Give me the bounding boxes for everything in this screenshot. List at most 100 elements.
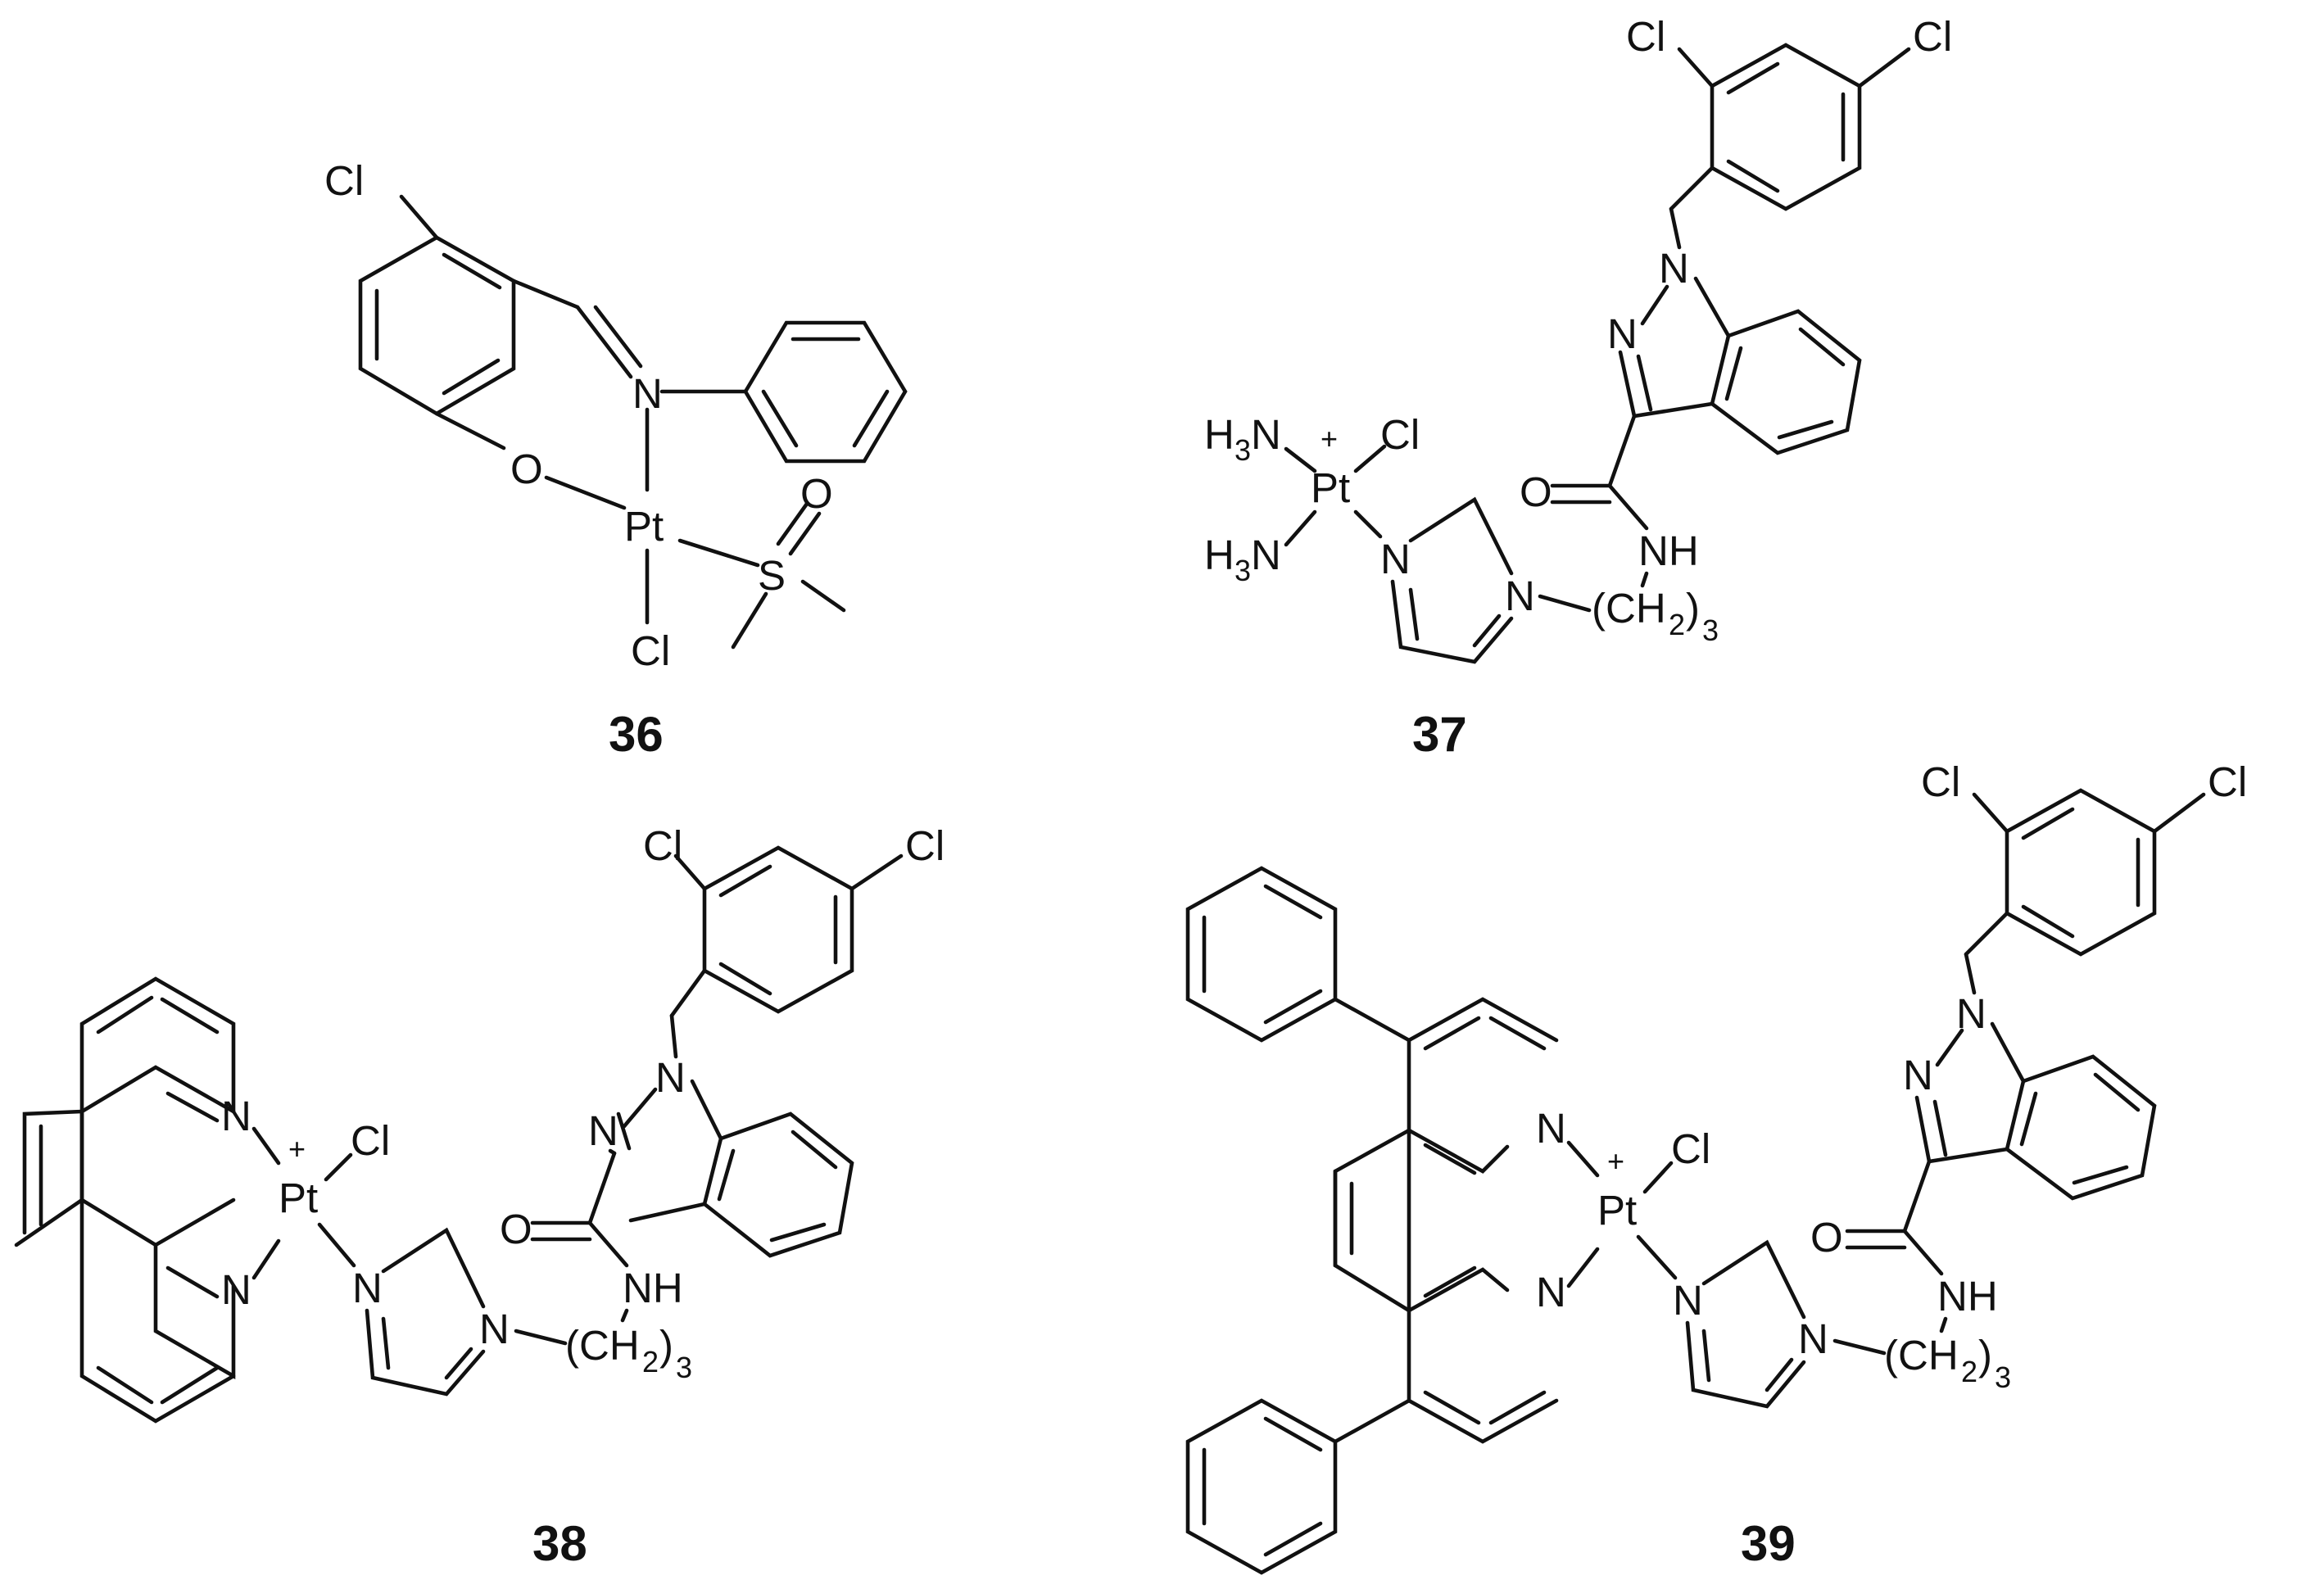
bond-n-pt-39b [1566,1247,1600,1288]
bond-nn-37 [1640,284,1669,326]
bond-c-cl-39b [2152,792,2206,834]
bond-nh-co-38 [587,1220,629,1268]
bond-pyrazole-39 [1914,1095,1932,1164]
bond-phen-ring-39 [1407,997,1559,1133]
bond-pt-n-38 [317,1222,356,1268]
bond-n-ch2-benzyl-38 [669,1013,678,1059]
bond-c-ch-36 [511,278,580,310]
atom-label-cl-37a: Cl [1626,13,1665,60]
bond-s-me-36 [800,579,846,613]
bond-phenyl-39a-double [1263,884,1323,920]
bond-phen-ring-38 [14,1197,84,1247]
bond-dichlorophenyl-37-double [1726,61,1780,95]
bond-pyrazole-38-double [616,1111,632,1151]
bond-n-ch2-39 [1832,1338,1887,1356]
atom-label-plus-37: + [1321,422,1338,455]
atom-label-nh-39: NH [1937,1273,1998,1320]
compound-label-37: 37 [1412,707,1467,762]
bond-dichlorophenyl-37-double [1726,159,1780,193]
bond-phen-ring-38-double [96,1365,154,1405]
bond-indazole-37 [1632,276,1731,419]
bond-benzo-39-double [2019,1091,2038,1147]
bond-imidazole-38 [365,1308,486,1397]
atom-label-pt-36: Pt [624,503,664,550]
bond-n-pt-39a [1566,1140,1600,1178]
bond-n-pt-37a [1284,446,1317,473]
bond-pyrazole-38 [608,1148,617,1156]
atom-label-cl-pt-39: Cl [1671,1125,1710,1172]
bond-c-cl-38b [849,853,904,891]
bond-s-o-36 [776,501,809,546]
bond-imidazole-37-double [1472,613,1502,648]
bond-c-cl-36 [399,194,439,240]
bond-imidazole-37-double [1408,587,1420,641]
bond-imidazole-37 [1390,579,1514,664]
atom-label-phen-n2-39: N [1536,1269,1566,1315]
atom-label-sub-37a: 3 [1234,433,1251,467]
bond-phen-ring-38-double [160,997,220,1034]
bond-phenyl-39b [1185,1398,1338,1575]
bond-s-o-36-double [788,511,822,556]
bond-nn-38 [622,1087,658,1129]
bond-imidazole-38 [381,1227,486,1309]
compound-label-38: 38 [532,1516,587,1571]
bond-ar-ph-39b [1333,1398,1411,1444]
compound-39: N N Pt + Cl N N (CH 2 ) 3 NH [1185,758,2247,1575]
bond-pt-cl-39 [1642,1161,1674,1194]
bond-phen-ring-38-double [165,1091,220,1123]
bond-ch2-ar-39 [1964,911,2009,957]
atom-label-im-n1-39: N [1673,1277,1703,1324]
atom-label-ch2-n-38: 3 [676,1351,692,1384]
bond-benzo-39 [2005,1054,2157,1201]
bond-n-pt-38a [251,1126,281,1166]
bond-ch-n-36-double [593,305,643,369]
bond-phen-ring-39-double [1423,1143,1477,1175]
bond-n-ch2-37 [1538,594,1592,613]
atom-label-plus-38: + [288,1132,306,1166]
bond-ring-36-double [442,358,501,396]
bond-benzo-38 [702,1111,854,1258]
bond-co-ind-39 [1902,1159,1932,1234]
atom-label-im-n3-37: N [1505,573,1535,619]
bond-dichlorophenyl-39-double [2021,807,2075,840]
atom-label-cl-36: Cl [324,157,364,204]
bond-phen-ring-39 [1407,1128,1510,1174]
atom-label-ch2-39: (CH [1884,1332,1959,1379]
atom-label-cl-39b: Cl [2208,758,2247,805]
bond-ch2-ar-37 [1669,165,1715,211]
bond-benzo-37-double [1798,327,1846,367]
bond-phenyl-36-double [852,389,890,448]
bond-benzo-39-double [2072,1165,2129,1185]
atom-label-ch2-sub-39: 2 [1961,1355,1977,1388]
bond-ch2-ar-38 [669,968,707,1018]
atom-label-ind-n1-38: N [655,1054,686,1101]
atom-label-n-37a: N [1251,411,1281,458]
bond-benzo-37-double [1724,346,1743,401]
atom-label-cl-38b: Cl [905,822,945,869]
atom-label-nh-38: NH [623,1265,683,1311]
atom-label-h-37b: H [1204,532,1234,578]
bond-nh-co-39 [1902,1229,1944,1276]
bond-dichlorophenyl-39-double [2021,904,2075,939]
bond-phen-ring-38 [79,1197,236,1424]
atom-label-ind-n1-37: N [1659,245,1689,292]
bond-phen-ring-39 [1407,1308,1559,1444]
bond-phen-ring-39 [1407,1267,1510,1313]
atom-label-ch2-sub-38: 2 [642,1345,659,1379]
bond-c-cl-37b [1857,47,1911,88]
bond-indazole-39 [1927,1021,2026,1164]
atom-label-ch2-37: (CH [1592,585,1666,632]
bond-c-o-36 [434,411,506,450]
atom-label-phen-n1-38: N [221,1093,251,1139]
atom-label-im-n1-38: N [352,1265,383,1311]
atom-label-ch2-close-38: ) [659,1322,673,1369]
bond-n-ch2-benzyl-39 [1964,952,1977,995]
bond-pyrazole-37 [1618,350,1637,419]
bond-phen-ring-39-double [1488,1390,1547,1425]
bond-dichlorophenyl-38-double [718,864,772,898]
bond-n-ch2-benzyl-37 [1669,206,1682,250]
bond-benzo-38-double [791,1130,838,1170]
bond-phen-ring-39 [1333,1128,1411,1313]
bond-n-pt-38b [251,1238,281,1280]
bond-phenyl-36-double [761,389,799,448]
